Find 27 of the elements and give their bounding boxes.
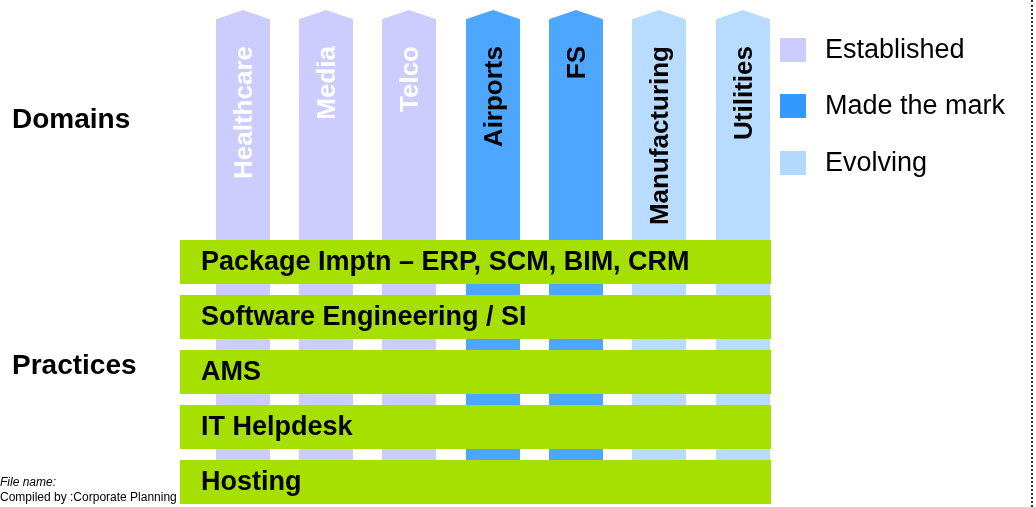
domain-pillar — [632, 10, 686, 240]
domain-pillar — [382, 10, 436, 240]
domain-pillar — [549, 10, 603, 240]
practice-label: IT Helpdesk — [201, 411, 353, 442]
footer-note: File name: — [0, 476, 57, 490]
domain-pillar — [299, 10, 353, 240]
section-heading: Practices — [12, 350, 137, 381]
practice-label: Hosting — [201, 466, 302, 497]
practice-band — [180, 240, 771, 284]
practice-label: Software Engineering / SI — [201, 301, 527, 332]
practice-band — [180, 350, 771, 394]
domain-label: Manufacturing — [643, 46, 675, 226]
legend-label: Evolving — [825, 147, 928, 178]
domain-pillar — [466, 10, 520, 240]
practice-band — [180, 460, 771, 504]
practice-label: Package Imptn – ERP, SCM, BIM, CRM — [201, 246, 690, 277]
domain-label: Utilities — [727, 46, 759, 140]
domain-label: Airports — [477, 46, 509, 148]
section-heading: Domains — [12, 104, 131, 135]
practice-band — [180, 295, 771, 339]
practice-band — [180, 405, 771, 449]
practice-label: AMS — [201, 356, 261, 387]
legend-label: Made the mark — [825, 90, 1006, 121]
legend-label: Established — [825, 34, 965, 65]
domain-label: FS — [560, 46, 592, 80]
domain-pillar — [216, 10, 270, 240]
domain-pillar — [716, 10, 770, 240]
